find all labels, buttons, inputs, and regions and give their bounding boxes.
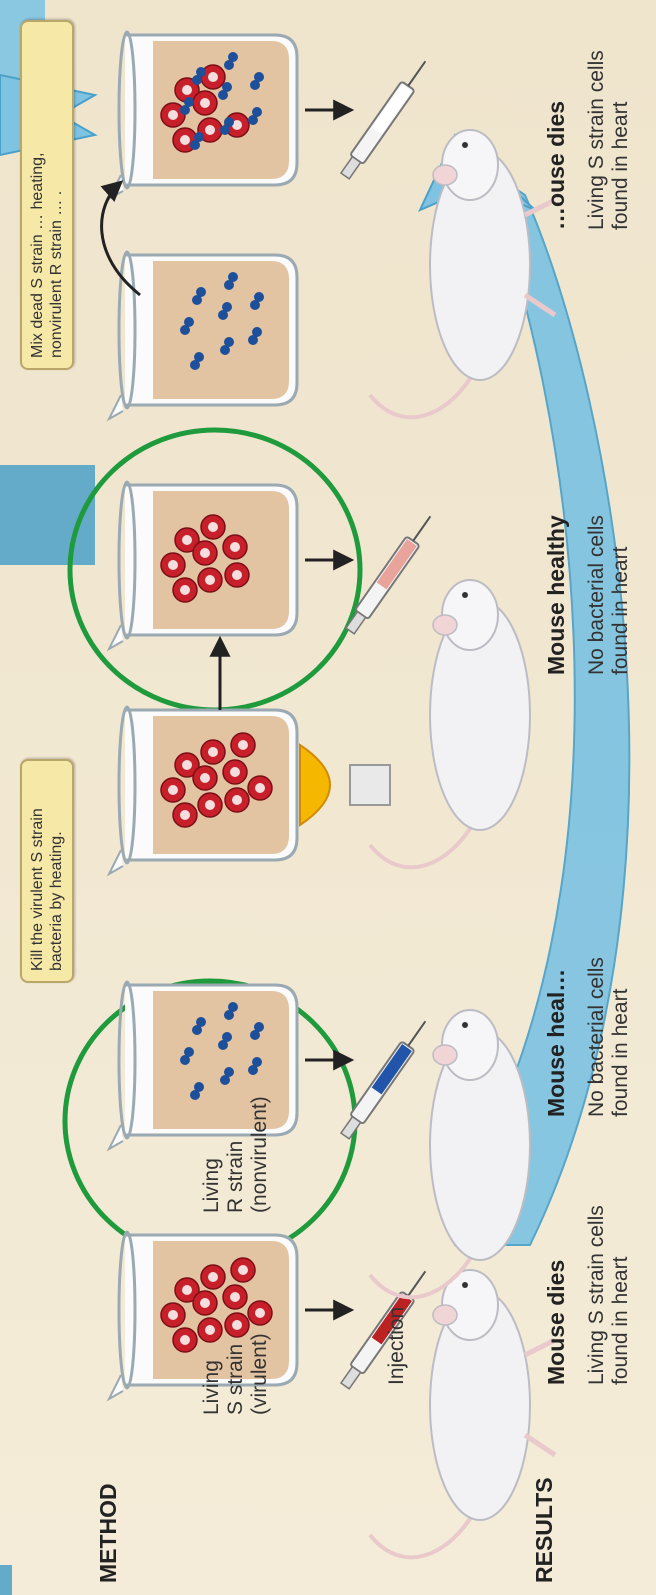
- result-4-detail: Living S strain cells found in heart: [585, 50, 633, 230]
- beaker-dead-s: [109, 482, 297, 649]
- results-title: RESULTS: [532, 1477, 556, 1583]
- label-living-s-strain: Living S strain (virulent): [200, 1333, 272, 1415]
- result-3-detail: No bacterial cells found in heart: [585, 515, 633, 675]
- beaker-heating: [109, 707, 297, 874]
- beaker-r-for-mix: [109, 252, 297, 419]
- callout-mix-dead: Mix dead S strain … heating, nonvirulent…: [20, 20, 74, 370]
- bunsen-burner-icon: [350, 765, 390, 805]
- band-left-top: [0, 1565, 12, 1595]
- result-2-outcome: Mouse heal…: [544, 969, 568, 1117]
- label-injection: Injection: [385, 1307, 409, 1385]
- label-living-r-strain: Living R strain (nonvirulent): [200, 1096, 272, 1213]
- result-3-outcome: Mouse healthy: [544, 515, 568, 675]
- result-1-detail: Living S strain cells found in heart: [585, 1205, 633, 1385]
- beaker-mixture: [109, 32, 297, 199]
- method-title: METHOD: [96, 1483, 120, 1583]
- result-2-detail: No bacterial cells found in heart: [585, 957, 633, 1117]
- result-1-outcome: Mouse dies: [544, 1260, 568, 1385]
- callout-kill-heating: Kill the virulent S strain bacteria by h…: [20, 759, 74, 983]
- result-4-outcome: …ouse dies: [544, 101, 568, 230]
